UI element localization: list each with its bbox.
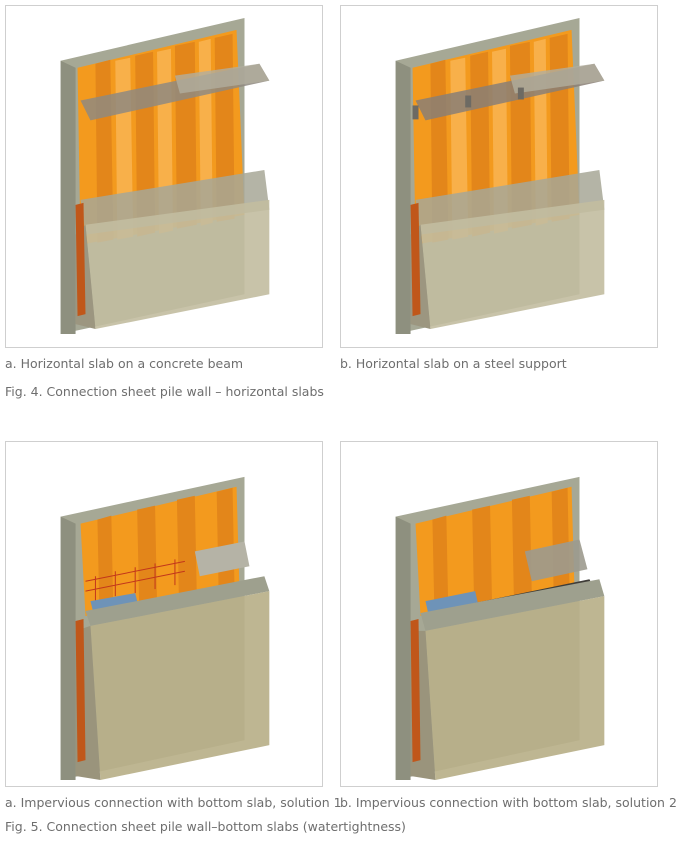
panel-a-caption: a. Horizontal slab on a concrete beam	[5, 356, 244, 371]
render-impervious-connection-solution-2	[395, 476, 605, 780]
bottom-slab-top	[85, 576, 270, 626]
soil-block	[85, 199, 270, 330]
render-sheet-pile-horizontal-slab-concrete-beam	[60, 18, 270, 335]
steel-supports	[412, 87, 524, 120]
soil-block	[420, 199, 605, 330]
panel-b-caption: b. Horizontal slab on a steel support	[340, 356, 567, 371]
panel-a-caption: a. Impervious connection with bottom sla…	[5, 795, 342, 810]
figure-panel-5a	[5, 441, 323, 787]
figure-panel-4b	[340, 5, 658, 348]
figure-5-caption: Fig. 5. Connection sheet pile wall–botto…	[5, 819, 406, 834]
render-impervious-connection-solution-1	[60, 476, 270, 780]
concrete-block	[524, 539, 588, 582]
figure-4-caption: Fig. 4. Connection sheet pile wall – hor…	[5, 384, 324, 399]
soil-block	[425, 596, 605, 780]
figure-panel-5b	[340, 441, 658, 787]
bottom-slab-top	[420, 579, 605, 631]
concrete-cap	[80, 170, 270, 235]
soil-block	[90, 591, 270, 780]
sheet-pile-wall	[415, 486, 575, 616]
concrete-cap	[415, 170, 605, 235]
reinforcement-bars	[85, 559, 185, 602]
panel-b-caption: b. Impervious connection with bottom sla…	[340, 795, 677, 810]
render-sheet-pile-horizontal-slab-steel-support	[395, 18, 605, 335]
concrete-block	[194, 541, 250, 577]
figure-panel-4a	[5, 5, 323, 348]
